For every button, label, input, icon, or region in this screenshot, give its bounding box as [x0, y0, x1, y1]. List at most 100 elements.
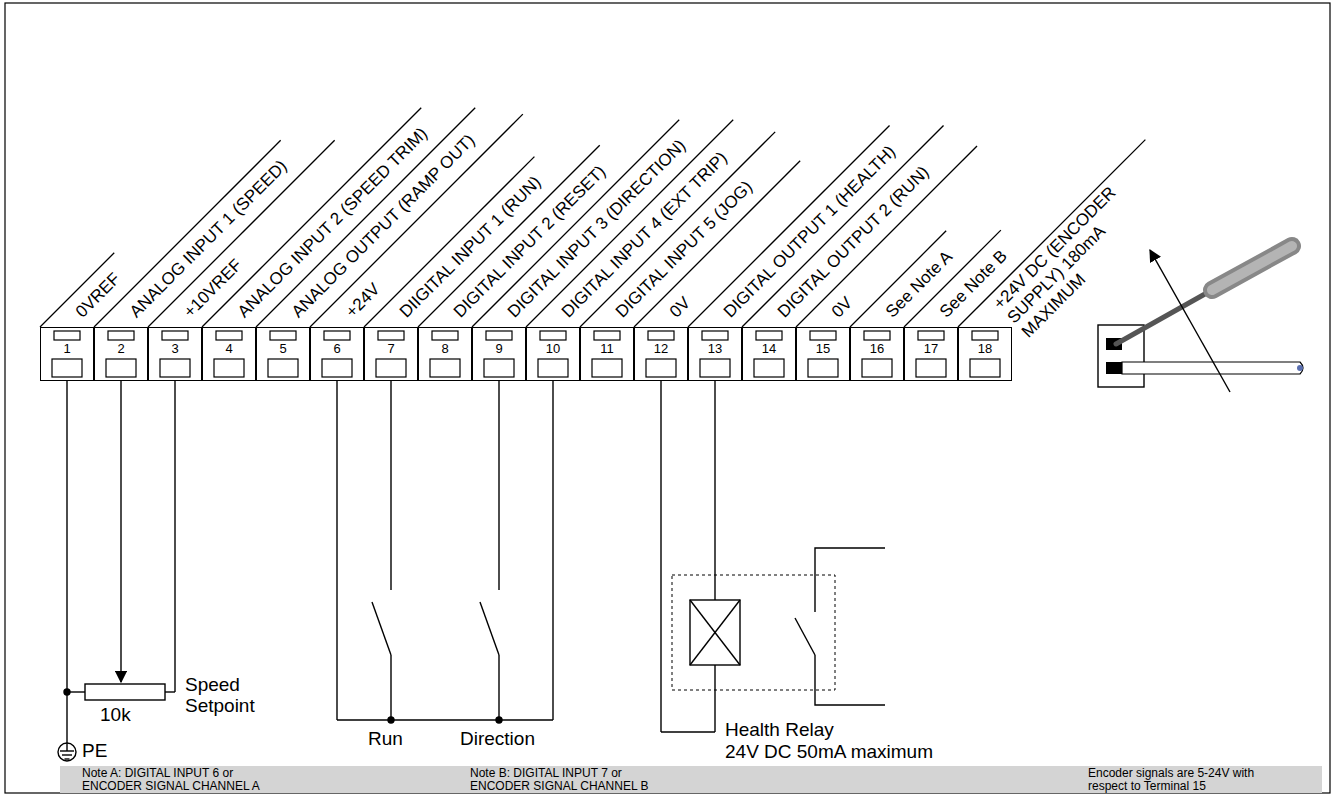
terminal: 15 [796, 327, 850, 381]
relay-contact [815, 655, 885, 705]
earth-symbol [65, 758, 70, 759]
relay-contact [815, 548, 885, 612]
terminal-screw [160, 359, 190, 377]
terminal-screw [970, 359, 1000, 377]
terminal: 11 [580, 327, 634, 381]
terminal: 9 [472, 327, 526, 381]
terminal-screw [484, 359, 514, 377]
note-text: Encoder signals are 5-24V with respect t… [1088, 767, 1273, 793]
terminal-clamp [432, 331, 458, 340]
terminal-number: 10 [527, 341, 579, 356]
note-text: Note A: DIGITAL INPUT 6 or ENCODER SIGNA… [82, 767, 282, 793]
terminal-clamp [54, 331, 80, 340]
terminal-number: 2 [95, 341, 147, 356]
label-separators [40, 108, 1145, 327]
wire [714, 381, 715, 600]
terminal: 13 [688, 327, 742, 381]
wire [390, 655, 391, 720]
terminal-screw [52, 359, 82, 377]
terminal-screw [106, 359, 136, 377]
terminal-screw [430, 359, 460, 377]
frame [5, 3, 1330, 793]
terminal-screw [592, 359, 622, 377]
terminal: 6 [310, 327, 364, 381]
terminal-screw [862, 359, 892, 377]
terminal: 10 [526, 327, 580, 381]
terminal-number: 18 [959, 341, 1011, 356]
terminal-number: 11 [581, 341, 633, 356]
terminal-clamp [378, 331, 404, 340]
diagram-label: 24V DC 50mA maximum [725, 741, 933, 762]
terminal-number: 8 [419, 341, 471, 356]
terminal-number: 4 [203, 341, 255, 356]
terminal-screw [322, 359, 352, 377]
terminal-screw [214, 359, 244, 377]
terminal: 5 [256, 327, 310, 381]
terminal: 12 [634, 327, 688, 381]
screwdriver-illustration [1098, 246, 1303, 392]
terminal: 2 [94, 327, 148, 381]
terminal-clamp [270, 331, 296, 340]
earth-symbol [58, 743, 76, 761]
relay-outline [672, 575, 835, 690]
label-separator [634, 161, 800, 327]
wire [714, 665, 715, 732]
note-text: Note B: DIGITAL INPUT 7 or ENCODER SIGNA… [470, 767, 670, 793]
terminal: 18 [958, 327, 1012, 381]
terminal-clamp [108, 331, 134, 340]
terminal-number: 16 [851, 341, 903, 356]
terminal-number: 17 [905, 341, 957, 356]
terminal: 8 [418, 327, 472, 381]
terminal-screw [376, 359, 406, 377]
terminal-screw [700, 359, 730, 377]
wire [498, 655, 499, 720]
terminal-screw [916, 359, 946, 377]
diagram-label: 10k [100, 704, 131, 725]
terminal-clamp [216, 331, 242, 340]
terminal-clamp [594, 331, 620, 340]
junction-dot [388, 717, 394, 723]
wiper-arrow [120, 381, 121, 682]
terminal: 17 [904, 327, 958, 381]
wires [58, 381, 885, 761]
terminal: 14 [742, 327, 796, 381]
earth-symbol [60, 750, 74, 751]
earth-symbol [66, 743, 67, 751]
terminal-number: 6 [311, 341, 363, 356]
wire [165, 691, 175, 692]
terminal-screw [808, 359, 838, 377]
terminal: 7 [364, 327, 418, 381]
terminal-clamp [486, 331, 512, 340]
terminal-name: +24V [342, 279, 385, 322]
terminal-name: 0VREF [72, 269, 125, 322]
diagram-label: Run [368, 728, 403, 749]
terminal-clamp [162, 331, 188, 340]
relay-coil [690, 600, 740, 665]
diagram-label: Speed Setpoint [185, 674, 280, 716]
relay-contact [795, 618, 815, 655]
wire [552, 381, 553, 720]
earth-symbol [62, 754, 72, 755]
terminal-number: 7 [365, 341, 417, 356]
terminal-clamp [972, 331, 998, 340]
terminal-clamp [918, 331, 944, 340]
terminal-number: 5 [257, 341, 309, 356]
terminal-screw [538, 359, 568, 377]
terminal-name: 0V [666, 293, 695, 322]
terminal-number: 12 [635, 341, 687, 356]
wire [174, 381, 175, 692]
wire [390, 381, 391, 590]
terminal-clamp [756, 331, 782, 340]
terminal-clamp [324, 331, 350, 340]
terminal-clamp [702, 331, 728, 340]
note-band: Note A: DIGITAL INPUT 6 or ENCODER SIGNA… [60, 766, 1322, 793]
relay-coil [690, 600, 740, 665]
terminal: 1 [40, 327, 94, 381]
terminal-clamp [864, 331, 890, 340]
diagram-label: Direction [460, 728, 535, 749]
terminal-number: 14 [743, 341, 795, 356]
terminal-name: 0V [828, 293, 857, 322]
diagram-label: PE [82, 740, 107, 761]
terminal-clamp [540, 331, 566, 340]
terminal: 3 [148, 327, 202, 381]
